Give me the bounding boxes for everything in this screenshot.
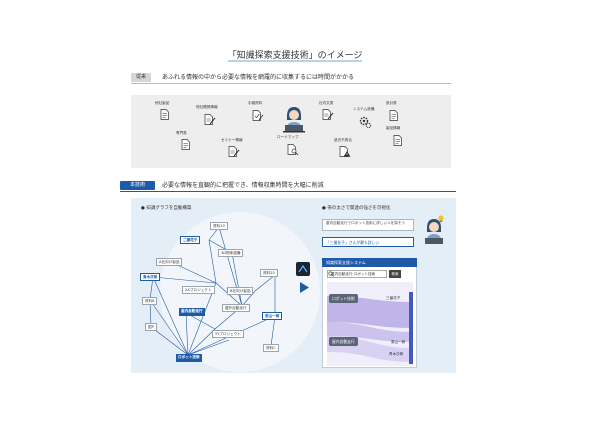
document-icon — [181, 139, 190, 150]
graph-node-country-p: 国P — [145, 323, 157, 331]
item-label-competitor-dev-info: 他社開発情報 — [196, 105, 218, 109]
document-icon — [160, 109, 169, 120]
document-pen-icon — [322, 109, 334, 120]
document-check-icon — [252, 110, 264, 121]
item-label-system-equipment: システム設備 — [353, 107, 375, 111]
graph-node-doc-c: 資料C — [263, 344, 279, 352]
current-divider — [131, 83, 451, 84]
graph-edges — [149, 226, 276, 356]
document-search-icon — [287, 144, 299, 155]
item-label-roadmap: ロードマップ — [277, 135, 299, 139]
current-tag: 従来 — [131, 73, 151, 82]
user-avatar-icon — [425, 215, 444, 244]
proposed-description: 必要な情報を直観的に把握でき、情報収集時間を大幅に削減 — [162, 182, 324, 189]
worker-avatar-icon — [283, 107, 305, 133]
document-icon — [393, 135, 402, 146]
graph-node-company-a-product: A社向け製品 — [156, 258, 183, 266]
document-warning-icon — [339, 146, 351, 157]
visualization-heading: ● 帯の太さで関連の強さを可視化 — [322, 206, 391, 211]
graph-node-project-yy: YYプロジェクト — [212, 330, 244, 338]
current-description: あふれる情報の中から必要な情報を網羅的に収集するには時間がかかる — [162, 74, 355, 81]
graph-node-doc20: 資料20 — [260, 269, 278, 277]
document-icon — [389, 110, 398, 121]
item-label-competitor-products: 他社製品 — [155, 101, 170, 105]
chip-robot-tech[interactable]: ロボット技術 — [329, 294, 358, 303]
item-label-technical-books: 専門書 — [176, 131, 187, 135]
answer-bubble: 「三番花子」さんが最も詳しい — [322, 237, 414, 247]
system-title: 知識探索支援システム — [322, 258, 417, 267]
result-person-jiro: 青木次郎 — [389, 352, 404, 356]
proposed-tag: 本技術 — [120, 181, 155, 190]
item-label-handover-docs: 引継資料 — [248, 101, 263, 105]
search-icon — [328, 271, 334, 277]
result-person-hanako: 三番花子 — [386, 296, 401, 300]
document-pen-icon — [204, 114, 216, 125]
graph-node-doc6: 資料6 — [142, 297, 158, 305]
graph-heading: ● 知識グラフを自動構築 — [141, 206, 192, 211]
arrow-right-icon — [300, 282, 309, 293]
proposed-divider — [120, 191, 456, 192]
graph-node-indoor-driving: 屋内自動走行 — [179, 308, 205, 316]
app-icon — [296, 262, 310, 276]
graph-node-person-jiro: 青木次郎 — [140, 273, 161, 281]
graph-node-person-hanako: 二番花子 — [180, 236, 201, 244]
graph-node-person-ichiro: 栗山一郎 — [262, 312, 283, 320]
graph-node-company-b-product: B社向け製品 — [227, 287, 254, 295]
item-label-past-defects: 過去不具合 — [334, 138, 352, 142]
graph-node-doc10: 資料10 — [210, 222, 228, 230]
gear-icon — [359, 116, 372, 129]
graph-node-outdoor-driving: 屋外自動走行 — [222, 304, 250, 312]
graph-node-robot-tech: ロボット技術 — [176, 354, 202, 362]
item-label-internal-docs: 社内文書 — [319, 101, 334, 105]
graph-node-3d-recognition: 3D物体認識 — [218, 249, 244, 257]
item-label-design-docs: 設計書 — [386, 101, 397, 105]
search-input[interactable]: 屋内自動走行 ロボット技術 — [327, 270, 387, 278]
result-person-ichiro: 栗山一郎 — [391, 340, 406, 344]
chip-indoor-driving[interactable]: 屋内自動走行 — [329, 337, 358, 346]
page-title: 「知識探索支援技術」のイメージ — [227, 51, 363, 61]
title-underline — [228, 60, 362, 62]
question-bubble: 屋内自動走行でロボット技術に詳しい人を探そう — [322, 219, 414, 231]
document-pen-icon — [228, 146, 240, 157]
search-button[interactable]: 検索 — [389, 270, 401, 278]
item-label-seminar-info: セミナー情報 — [221, 138, 243, 142]
graph-node-project-xx: XXプロジェクト — [182, 286, 215, 294]
item-label-product-info: 製品情報 — [386, 126, 401, 130]
